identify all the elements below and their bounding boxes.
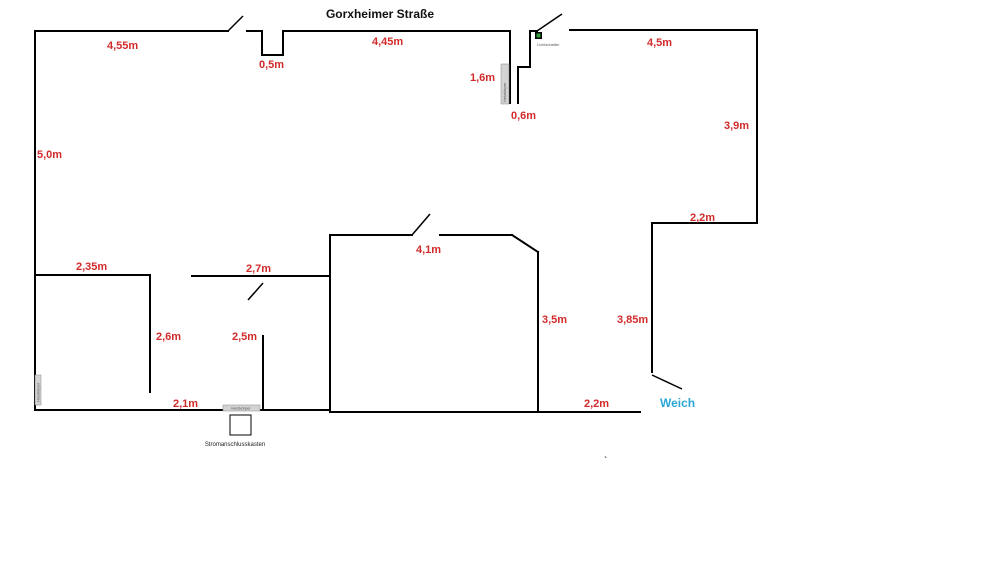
door-room3 xyxy=(411,213,431,236)
dim-label: 3,5m xyxy=(542,314,567,326)
dim-label: 4,45m xyxy=(372,36,403,48)
door-room2 xyxy=(247,282,264,301)
dim-label: 2,7m xyxy=(246,263,271,275)
wall-top-notch xyxy=(246,30,511,104)
door-top-right xyxy=(536,13,563,32)
light-switch-inner xyxy=(536,33,541,38)
interior-walls xyxy=(34,233,540,413)
door-weich xyxy=(651,374,683,390)
light-switch-label: Lichtschalter xyxy=(537,42,560,47)
weich-label: Weich xyxy=(660,396,695,410)
dim-label: 2,1m xyxy=(173,398,198,410)
outer-walls xyxy=(34,29,758,413)
dim-label: 4,5m xyxy=(647,37,672,49)
power-box xyxy=(229,414,252,436)
dim-label: 2,2m xyxy=(690,212,715,224)
radiator-top xyxy=(500,63,510,105)
dim-label: 2,5m xyxy=(232,331,257,343)
door-top-left xyxy=(227,15,244,32)
radiator-left-label: Heizkörper xyxy=(36,382,41,402)
dimension-labels: 4,55m 0,5m 4,45m 1,6m 0,6m 4,5m 3,9m 5,0… xyxy=(37,36,749,410)
radiator-bottom-label: Heizkörper xyxy=(231,406,251,411)
dim-label: 0,6m xyxy=(511,110,536,122)
dim-label: 1,6m xyxy=(470,72,495,84)
fixtures: Heizkörper Lichtschalter Stromanschlussk… xyxy=(34,32,607,467)
radiator-left xyxy=(34,374,42,406)
dim-label: 5,0m xyxy=(37,149,62,161)
wall-top-right xyxy=(569,29,758,373)
stray-mark: ` xyxy=(604,455,607,467)
dim-label: 3,9m xyxy=(724,120,749,132)
dim-label: 2,6m xyxy=(156,331,181,343)
radiator-top-label: Heizkörper xyxy=(502,82,507,102)
dim-label: 2,35m xyxy=(76,261,107,273)
wall-top-notch-right xyxy=(517,30,538,104)
dim-label: 3,85m xyxy=(617,314,648,326)
dim-label: 0,5m xyxy=(259,59,284,71)
dim-label: 4,1m xyxy=(416,244,441,256)
doors xyxy=(227,13,683,390)
radiator-bottom xyxy=(222,404,261,412)
power-box-label: Stromanschlusskasten xyxy=(205,442,265,448)
street-title: Gorxheimer Straße xyxy=(326,7,434,21)
dim-label: 2,2m xyxy=(584,398,609,410)
wall-room3-diagonal xyxy=(510,233,540,254)
dim-label: 4,55m xyxy=(107,40,138,52)
